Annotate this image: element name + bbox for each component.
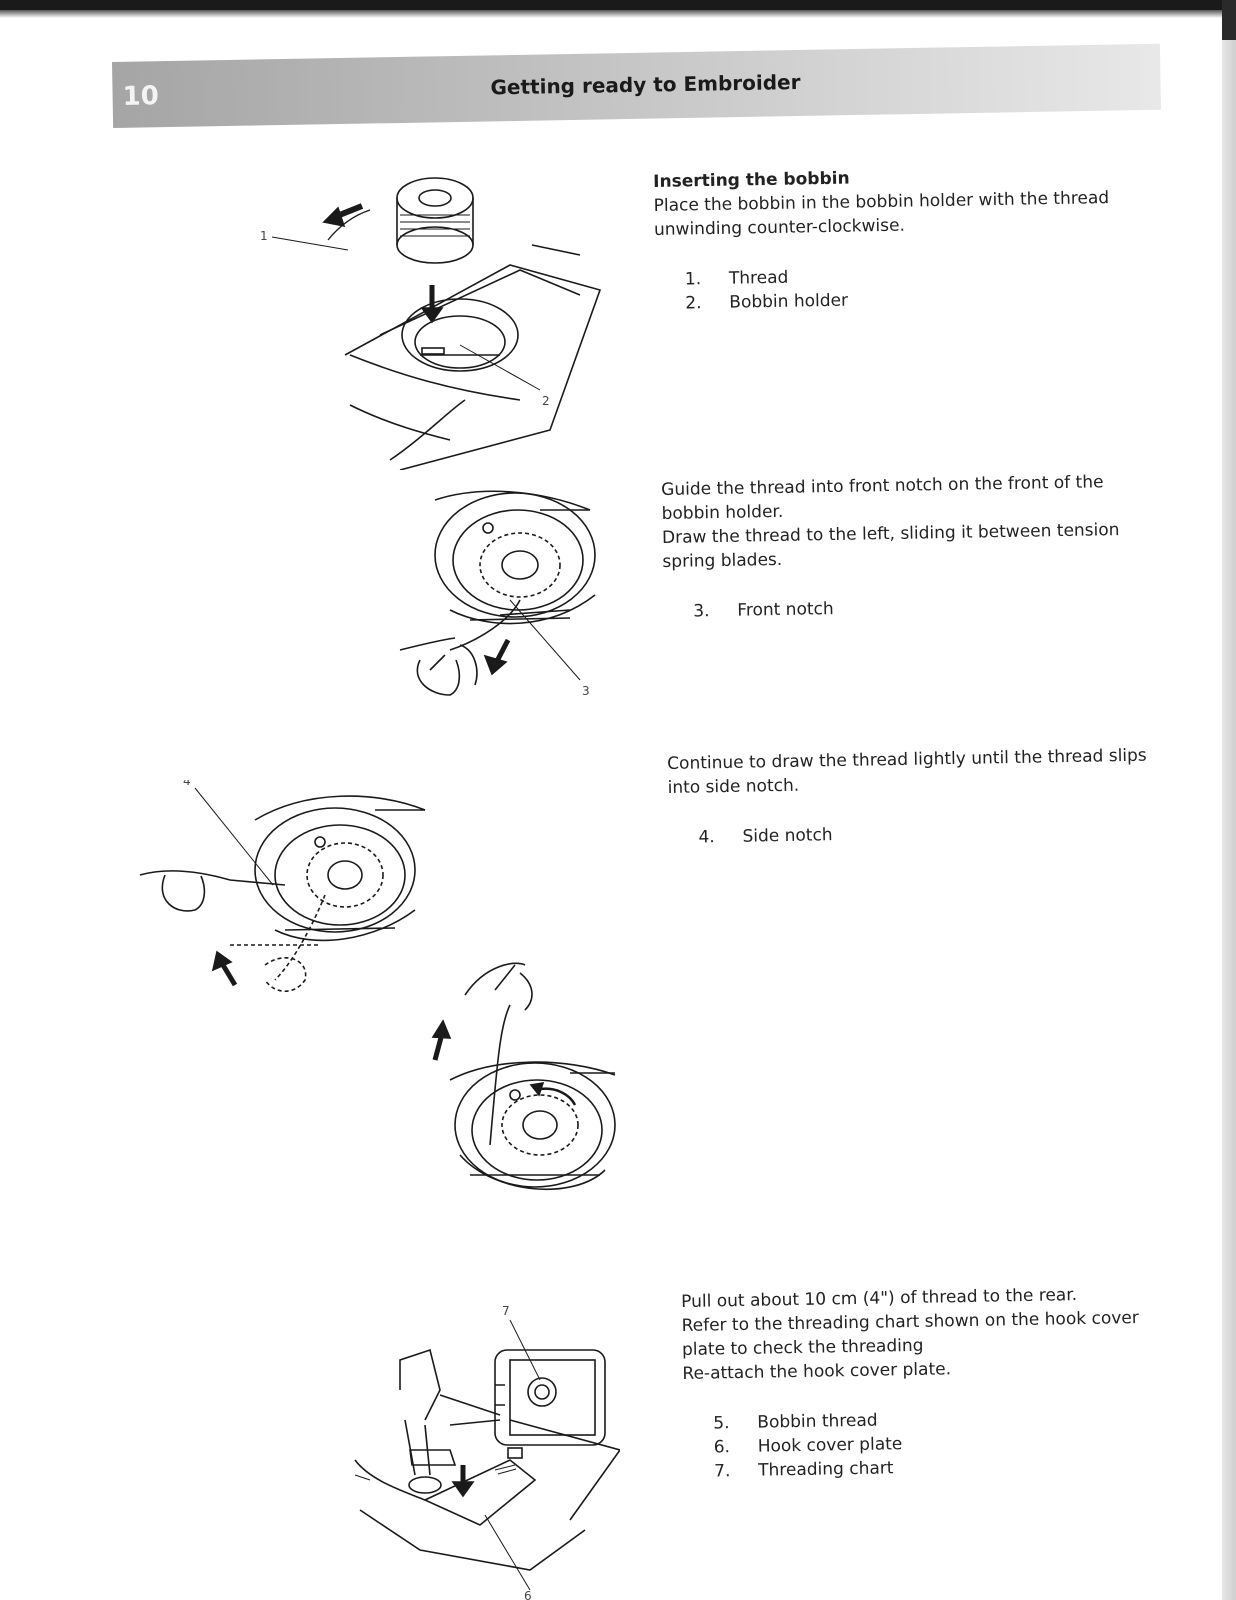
figure-hook-cover: 7 5 6 [330, 1300, 620, 1600]
section-paragraph: Guide the thread into front notch on the… [661, 472, 1104, 524]
callout-label: 6 [524, 1589, 532, 1600]
callout-label: 2 [542, 394, 550, 408]
callout-label: 1 [260, 229, 268, 243]
callout-label: 4 [183, 780, 191, 788]
section-paragraph: Place the bobbin in the bobbin holder wi… [653, 188, 1110, 240]
section-inserting-bobbin: Inserting the bobbin Place the bobbin in… [653, 162, 1135, 316]
scan-top-shadow [0, 10, 1236, 18]
section-side-notch: Continue to draw the thread lightly unti… [667, 743, 1169, 850]
item-number: 2. [685, 293, 702, 314]
parts-list: 5. Bobbin thread 6. Hook cover plate 7. Thr… [683, 1403, 1174, 1484]
page-number: 10 [122, 81, 160, 112]
section-paragraph: Draw the thread to the left, sliding it … [661, 520, 1120, 572]
item-number: 1. [684, 269, 702, 290]
list-item: 4. Side notch [668, 817, 1168, 850]
item-label: Front notch [737, 599, 834, 621]
page-title: Getting ready to Embroider [490, 69, 801, 100]
callout-label: 3 [582, 684, 590, 698]
page-header: 10 Getting ready to Embroider [112, 43, 1161, 128]
list-item: 3. Front notch [663, 592, 1143, 624]
scan-top-edge [0, 0, 1236, 10]
item-label: Side notch [742, 825, 833, 847]
figure-thread-slip [415, 945, 625, 1210]
scan-right-corner [1222, 0, 1236, 40]
item-number: 6. [713, 1437, 731, 1458]
item-label: Bobbin thread [757, 1410, 878, 1433]
item-label: Threading chart [757, 1458, 894, 1481]
section-pull-thread: Pull out about 10 cm (4") of thread to t… [681, 1281, 1174, 1484]
section-paragraph: Refer to the threading chart shown on th… [681, 1308, 1139, 1360]
item-label: Hook cover plate [757, 1434, 903, 1457]
item-number: 3. [693, 601, 710, 622]
parts-list: 4. Side notch [668, 817, 1168, 850]
figure-insert-bobbin: 1 2 [250, 170, 620, 470]
item-number: 4. [698, 827, 715, 848]
figure-front-notch: 3 [390, 480, 620, 720]
item-number: 7. [713, 1461, 731, 1482]
item-label: Bobbin holder [729, 290, 849, 313]
section-paragraph: Continue to draw the thread lightly unti… [667, 745, 1147, 798]
callout-label: 7 [502, 1304, 510, 1318]
section-guide-thread: Guide the thread into front notch on the… [661, 470, 1143, 624]
figure-side-notch: 4 [135, 780, 435, 1050]
scan-right-edge [1222, 0, 1236, 1600]
item-number: 5. [713, 1413, 730, 1434]
parts-list: 3. Front notch [663, 592, 1143, 624]
item-label: Thread [728, 267, 789, 289]
parts-list: 1. Thread 2. Bobbin holder [655, 260, 1136, 316]
